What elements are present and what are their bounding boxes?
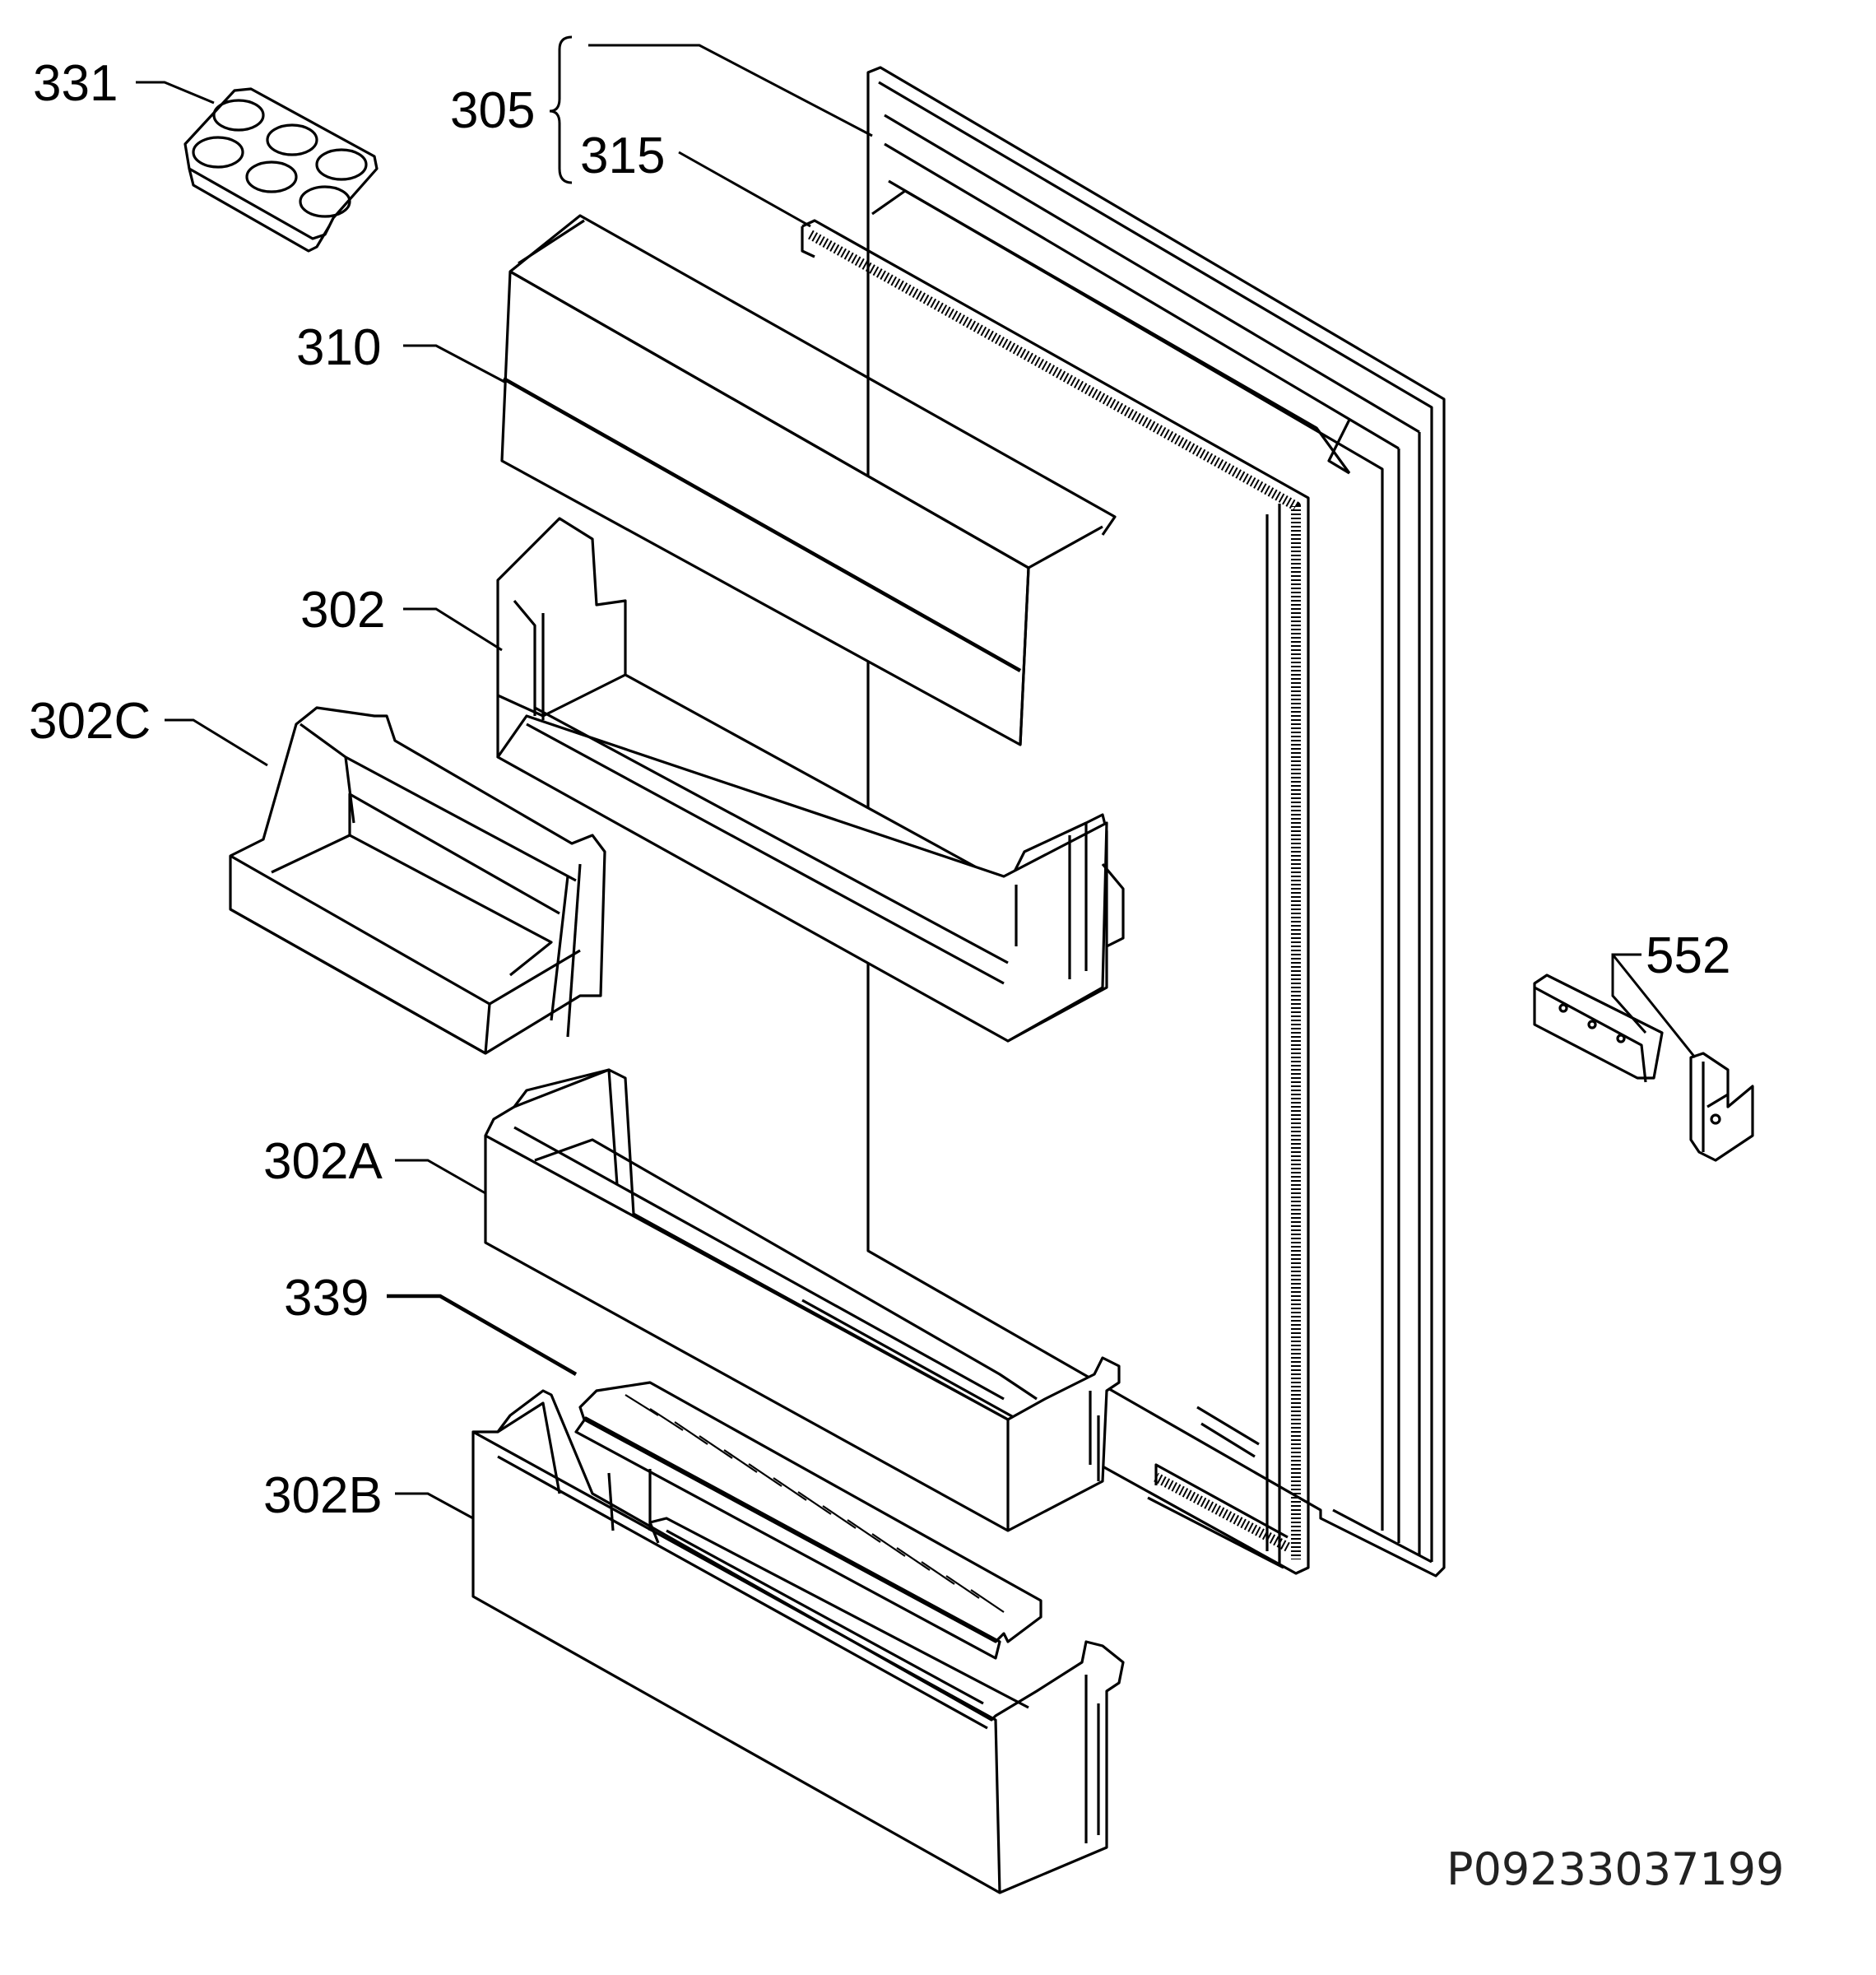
leader-lines bbox=[136, 35, 1697, 1520]
label-331: 331 bbox=[33, 55, 118, 112]
door-shelf-302b bbox=[471, 1389, 1125, 1894]
door-box-302c bbox=[229, 706, 606, 1055]
label-310: 310 bbox=[296, 319, 381, 376]
drawing-code: P09233037199 bbox=[1446, 1843, 1784, 1895]
part-labels: 331 305 315 310 302 302C 302A 339 302B 5… bbox=[29, 55, 1784, 1895]
shelf-cover-310 bbox=[500, 214, 1117, 746]
door-shelf-302 bbox=[496, 517, 1125, 1043]
label-305: 305 bbox=[450, 82, 535, 139]
egg-tray-331 bbox=[183, 87, 378, 253]
label-315: 315 bbox=[580, 128, 665, 184]
label-302c: 302C bbox=[29, 693, 151, 750]
label-339: 339 bbox=[284, 1270, 369, 1327]
bottle-rack-339 bbox=[574, 1381, 1042, 1660]
door-gasket-315 bbox=[801, 219, 1310, 1575]
label-552: 552 bbox=[1646, 927, 1730, 984]
hinge-parts-552 bbox=[1533, 974, 1754, 1162]
door-shelf-302a bbox=[484, 1068, 1121, 1532]
label-302: 302 bbox=[300, 582, 385, 639]
label-302b: 302B bbox=[263, 1467, 383, 1524]
label-302a: 302A bbox=[263, 1133, 383, 1190]
door-panel-305 bbox=[866, 66, 1446, 1578]
